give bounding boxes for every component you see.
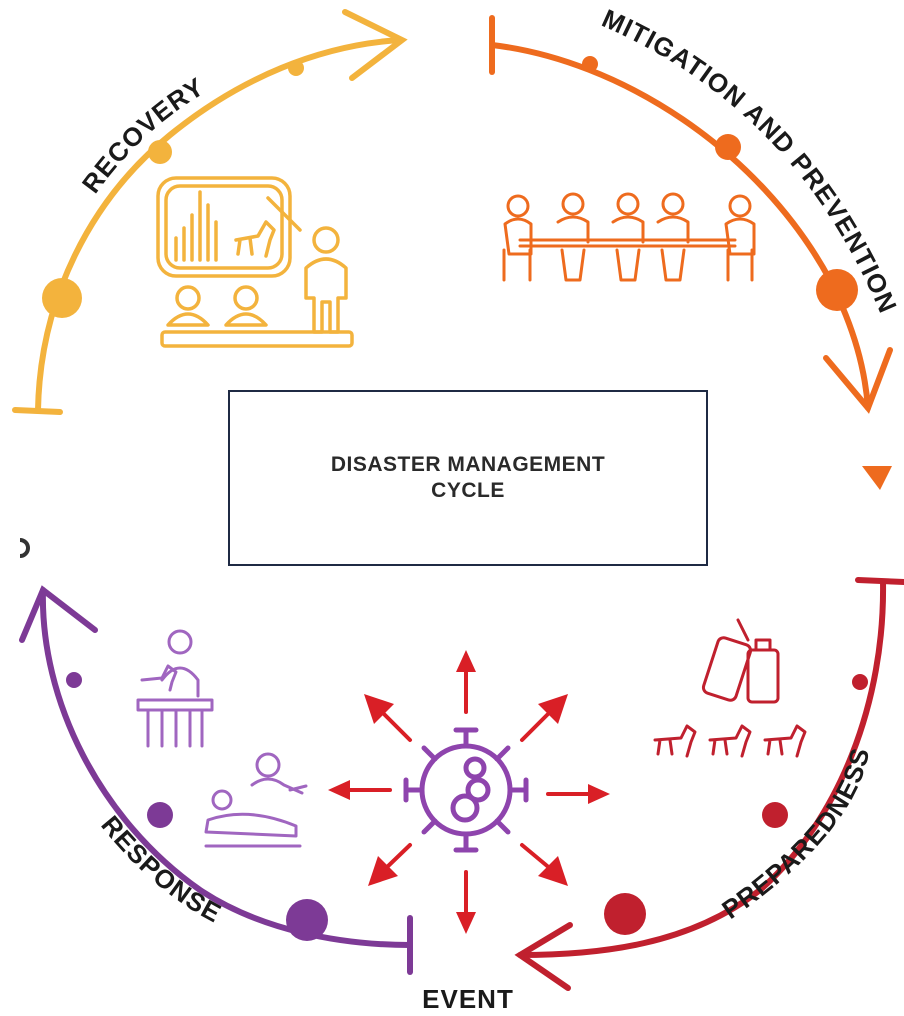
preparedness-arc [514, 577, 904, 991]
edge-mark-left [19, 538, 30, 558]
mitigation-arc [489, 15, 893, 414]
recovery-arc [12, 9, 408, 415]
title-box: DISASTER MANAGEMENT CYCLE [228, 390, 708, 566]
title-line-1: DISASTER MANAGEMENT [330, 453, 606, 476]
edge-mark-right [862, 466, 892, 490]
vet-treatment-icon [204, 752, 308, 848]
mitigation-label: MITIGATION AND PREVENTION [598, 3, 904, 318]
title-line-2: CYCLE [431, 479, 505, 502]
supplies-icon [701, 618, 780, 704]
response-arc [19, 585, 413, 975]
vet-exam-icon [136, 629, 214, 748]
dogs-icon [653, 724, 807, 758]
meeting-icon [502, 192, 756, 282]
preparedness-label: PREPAREDNESS [716, 745, 875, 925]
presentation-icon [156, 176, 354, 348]
event-label: EVENT [422, 984, 514, 1014]
event-arrows [328, 650, 610, 934]
virus-icon [403, 727, 529, 853]
